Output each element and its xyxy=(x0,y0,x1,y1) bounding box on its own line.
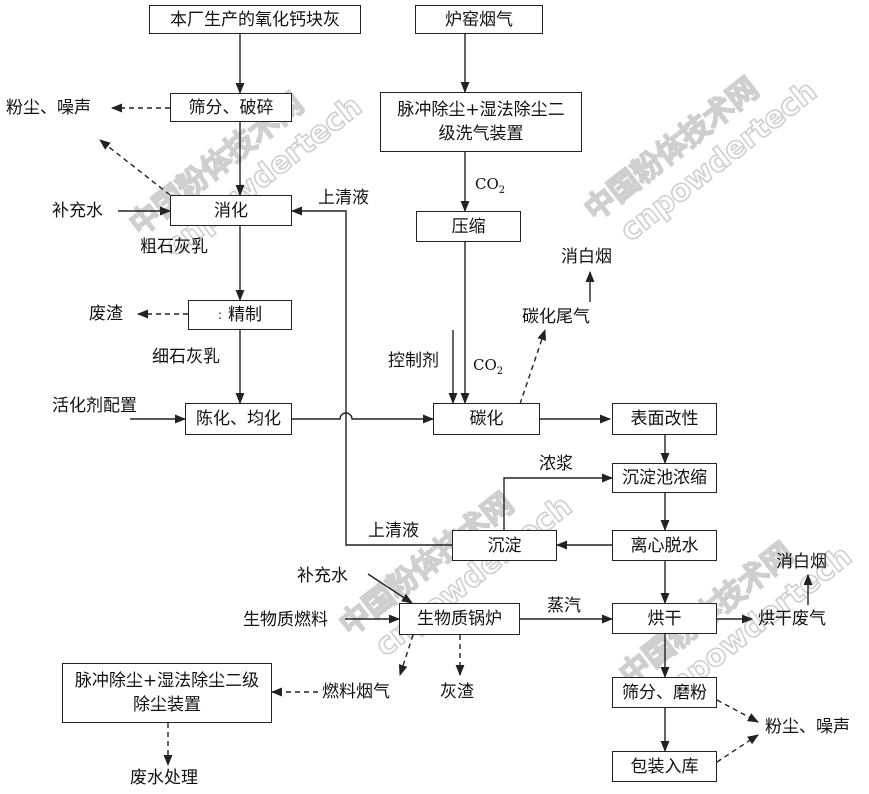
box-quicklime: 本厂生产的氧化钙块灰 xyxy=(149,5,361,34)
label-drying-exhaust: 烘干废气 xyxy=(758,609,826,629)
label-thick-slurry: 浓浆 xyxy=(539,454,573,474)
box-surface-mod: 表面改性 xyxy=(612,403,717,435)
box-label: 碳化 xyxy=(469,409,504,429)
label-dust-noise-top: 粉尘、噪声 xyxy=(6,98,91,118)
label-make-up-water-boiler: 补充水 xyxy=(297,566,348,586)
box-label: 消化 xyxy=(214,200,248,221)
box-label: 本厂生产的氧化钙块灰 xyxy=(170,9,340,30)
box-label: 炉窑烟气 xyxy=(445,9,513,30)
refine-marker: : xyxy=(217,308,223,322)
label-dust-noise-bottom: 粉尘、噪声 xyxy=(765,717,850,737)
box-drying: 烘干 xyxy=(612,603,717,634)
label-co2-upper: CO2 xyxy=(475,173,505,202)
label-make-up-water: 补充水 xyxy=(52,201,103,221)
label-steam: 蒸汽 xyxy=(547,596,581,616)
box-label: 沉淀池浓缩 xyxy=(622,468,707,488)
arrow-packing-to-dust xyxy=(716,734,759,763)
box-carbonation: 碳化 xyxy=(433,403,540,435)
arrow-carbonation-tail xyxy=(519,328,547,405)
arrow-water-to-boiler xyxy=(367,573,413,604)
label-activator-prep: 活化剂配置 xyxy=(52,396,137,416)
box-boiler: 生物质锅炉 xyxy=(399,603,520,635)
box-label: 沉淀 xyxy=(487,535,522,556)
label-crude-milk: 粗石灰乳 xyxy=(140,237,208,257)
box-label: 脉冲除尘+湿法除尘二级洗气装置 xyxy=(397,100,565,144)
box-screen-crush: 筛分、破碎 xyxy=(170,93,292,122)
box-label: 筛分、磨粉 xyxy=(622,682,707,703)
box-dust-unit: 脉冲除尘+湿法除尘二级除尘装置 xyxy=(62,663,272,723)
box-settling: 沉淀 xyxy=(452,530,557,561)
box-centrifuge: 离心脱水 xyxy=(612,530,717,561)
box-label: 陈化、均化 xyxy=(196,409,281,429)
label-supernatant-top: 上清液 xyxy=(318,188,369,208)
box-packing: 包装入库 xyxy=(612,751,717,782)
arrow-mill-to-dust xyxy=(716,699,759,723)
box-aging: 陈化、均化 xyxy=(185,403,292,435)
box-label: 脉冲除尘+湿法除尘二级除尘装置 xyxy=(74,671,260,715)
label-controller: 控制剂 xyxy=(388,351,439,371)
box-slaking: 消化 xyxy=(170,195,292,226)
label-carbonation-tail-gas: 碳化尾气 xyxy=(522,307,590,327)
box-label: 精制 xyxy=(228,305,263,325)
label-wastewater-treatment: 废水处理 xyxy=(130,768,198,788)
box-label: 压缩 xyxy=(451,216,486,237)
arrow-settling-thick-slurry xyxy=(503,473,614,530)
arrow-aging-to-carbonation xyxy=(292,412,435,424)
arrow-boiler-to-flue xyxy=(398,634,414,677)
box-label: 筛分、破碎 xyxy=(188,97,274,118)
box-label: 烘干 xyxy=(647,608,682,629)
label-ash-residue: 灰渣 xyxy=(440,682,474,702)
label-biomass-fuel: 生物质燃料 xyxy=(243,610,328,630)
box-label: 生物质锅炉 xyxy=(417,609,502,629)
box-label: 离心脱水 xyxy=(630,535,699,556)
label-fine-milk: 细石灰乳 xyxy=(152,347,220,367)
arrow-slaking-dust-diag xyxy=(99,139,171,196)
label-waste-residue: 废渣 xyxy=(89,304,123,324)
box-refine: : 精制 xyxy=(188,300,292,330)
box-label: 表面改性 xyxy=(630,409,699,429)
box-scrubber: 脉冲除尘+湿法除尘二级洗气装置 xyxy=(380,92,582,152)
box-label: 包装入库 xyxy=(630,756,699,777)
box-thickening: 沉淀池浓缩 xyxy=(612,463,717,493)
co2-subscript: 2 xyxy=(496,366,504,377)
label-de-white-smoke-right: 消白烟 xyxy=(776,552,827,572)
arrow-supernatant-return xyxy=(290,206,452,546)
co2-text: CO xyxy=(473,356,497,374)
label-fuel-flue-gas: 燃料烟气 xyxy=(322,682,390,702)
box-screen-mill: 筛分、磨粉 xyxy=(612,677,717,708)
co2-subscript: 2 xyxy=(498,185,506,196)
label-co2-lower: CO2 xyxy=(473,354,503,383)
box-kiln-gas: 炉窑烟气 xyxy=(415,5,543,34)
label-de-white-smoke-top: 消白烟 xyxy=(561,247,612,267)
co2-text: CO xyxy=(475,175,499,193)
label-supernatant-bottom: 上清液 xyxy=(368,521,419,541)
box-compress: 压缩 xyxy=(416,211,521,242)
